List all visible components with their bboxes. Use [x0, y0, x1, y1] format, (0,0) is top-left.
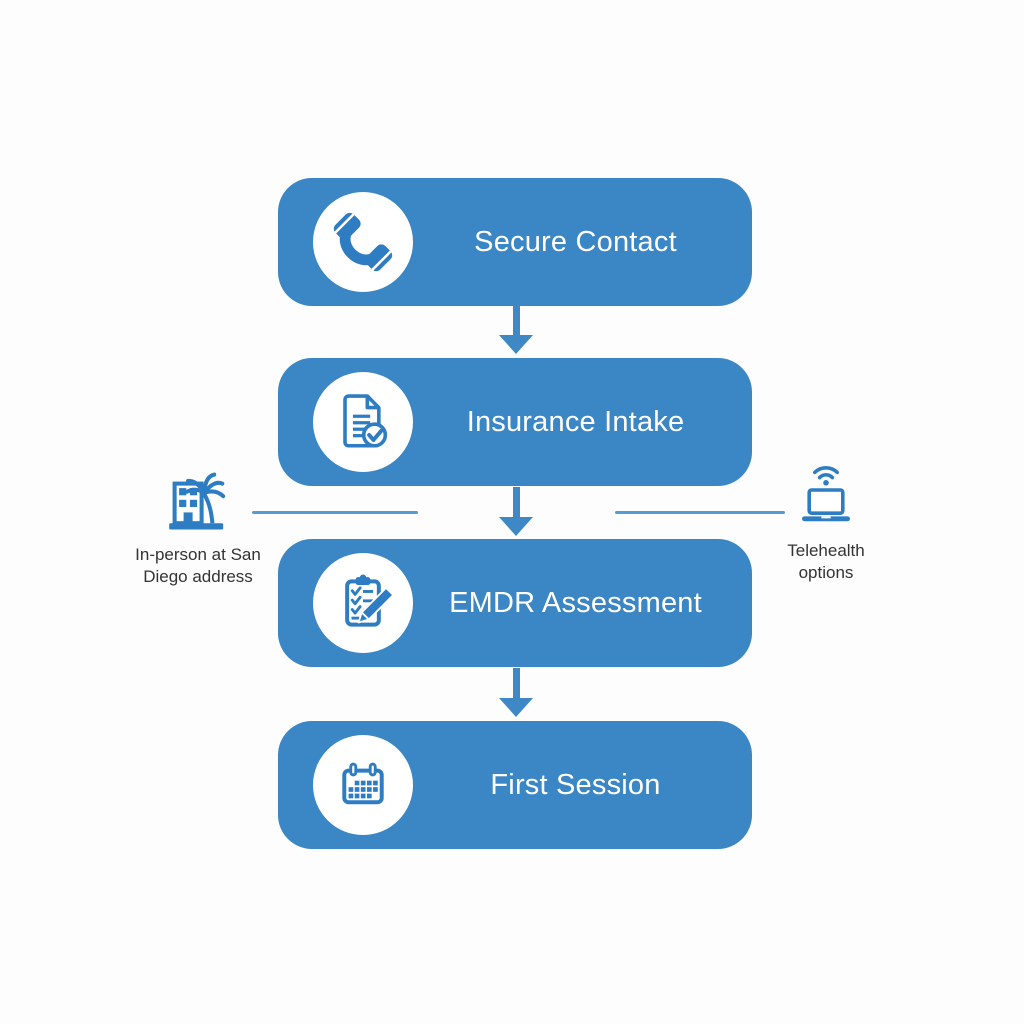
step-label: EMDR Assessment	[449, 586, 702, 619]
calendar-icon	[313, 735, 413, 835]
annotation-in-person: In-person at San Diego address	[118, 462, 278, 589]
step-label: Insurance Intake	[466, 405, 685, 438]
building-palm-tree-icon	[169, 472, 226, 530]
phone-icon	[313, 192, 413, 292]
step-insurance-intake: Insurance Intake	[278, 358, 752, 486]
laptop-wifi-icon	[802, 466, 850, 522]
right-connector-line	[615, 511, 785, 514]
in-person-label: In-person at San Diego address	[135, 545, 261, 587]
step-secure-contact: Secure Contact	[278, 178, 752, 306]
arrow-down-icon	[499, 487, 533, 536]
annotation-telehealth: Telehealth options	[760, 450, 892, 585]
step-label: Secure Contact	[474, 225, 677, 258]
left-connector-line	[252, 511, 418, 514]
step-first-session: First Session	[278, 721, 752, 849]
clipboard-checklist-pencil-icon	[313, 553, 413, 653]
step-label: First Session	[490, 768, 661, 801]
arrow-down-icon	[499, 305, 533, 354]
arrow-down-icon	[499, 668, 533, 717]
telehealth-label: Telehealth options	[787, 541, 865, 583]
document-check-icon	[313, 372, 413, 472]
step-emdr-assessment: EMDR Assessment	[278, 539, 752, 667]
